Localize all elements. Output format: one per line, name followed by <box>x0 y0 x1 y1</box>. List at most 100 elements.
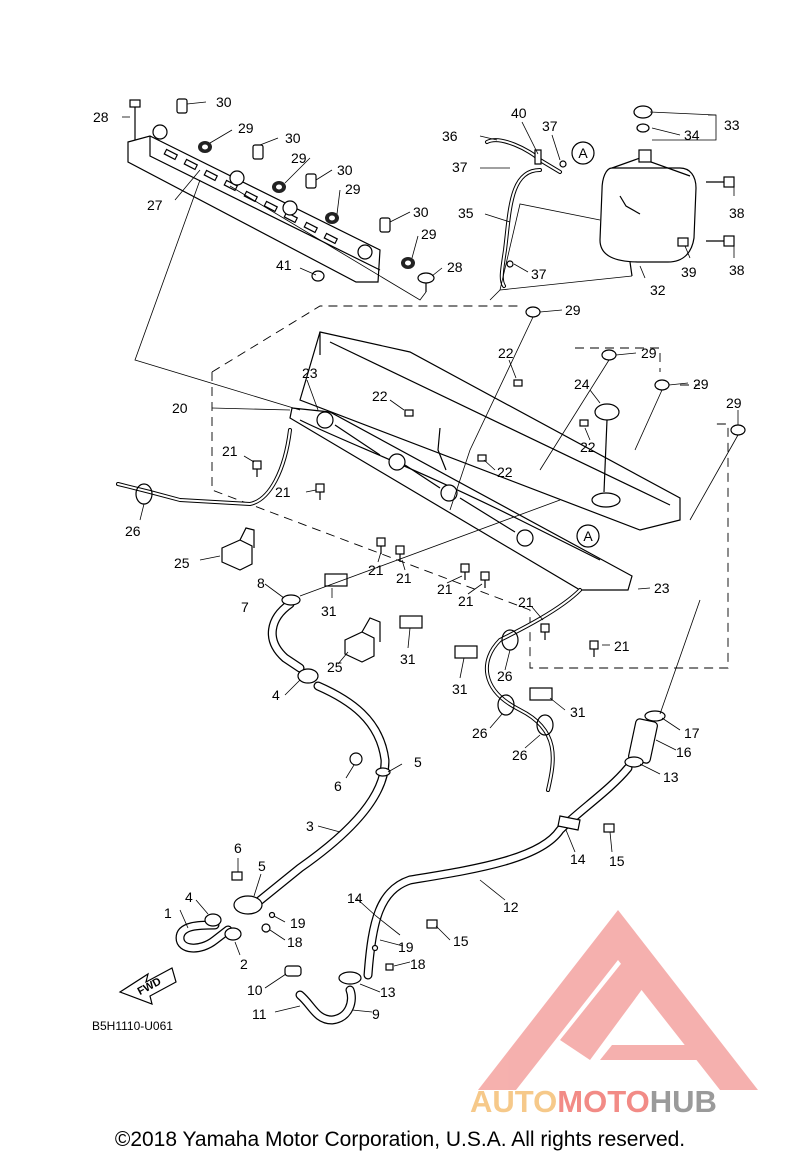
svg-text:A: A <box>583 528 593 544</box>
callout-29: 29 <box>565 302 581 318</box>
callout-11: 11 <box>252 1006 267 1022</box>
radiator-cap <box>591 403 621 508</box>
collar-29 <box>198 141 746 436</box>
hose-9 <box>295 985 356 1025</box>
callout-21: 21 <box>437 581 453 597</box>
bolt-6-lower <box>231 871 243 881</box>
clamp-13-lower <box>338 971 362 985</box>
logo-hub: HUB <box>650 1084 717 1119</box>
callout-21: 21 <box>222 443 238 459</box>
callout-29: 29 <box>726 395 742 411</box>
callout-19: 19 <box>398 939 414 955</box>
upper-bracket <box>127 124 381 283</box>
brackets-31 <box>324 573 553 701</box>
callout-31: 31 <box>452 681 468 697</box>
leader-lines <box>122 101 739 1013</box>
screws-21 <box>252 460 599 657</box>
callout-30: 30 <box>216 94 232 110</box>
callout-34: 34 <box>684 127 700 143</box>
drawing-code: B5H1110-U061 <box>92 1019 173 1033</box>
callout-26: 26 <box>125 523 141 539</box>
bolt-15-upper <box>603 823 615 833</box>
callout-30: 30 <box>285 130 301 146</box>
callout-35: 35 <box>458 205 474 221</box>
clamp-4-lower <box>204 913 222 927</box>
callout-21: 21 <box>275 484 291 500</box>
clamp-5-upper <box>375 767 391 777</box>
bolt-15-lower <box>426 919 438 929</box>
callout-32: 32 <box>650 282 666 298</box>
callout-18: 18 <box>287 934 303 950</box>
radiator <box>289 331 681 591</box>
clamp-4-upper <box>297 668 319 684</box>
callout-8: 8 <box>257 575 265 591</box>
callout-33: 33 <box>724 117 740 133</box>
watermark-logo <box>478 910 758 1090</box>
clamp-2 <box>224 927 242 941</box>
hose-10 <box>284 965 302 977</box>
callout-29: 29 <box>641 345 657 361</box>
callout-12: 12 <box>503 899 519 915</box>
holders-25 <box>221 527 381 663</box>
reservoir-tank <box>599 157 697 277</box>
clamp-5-lower <box>233 895 263 915</box>
callout-13: 13 <box>380 984 396 1000</box>
callout-6: 6 <box>334 778 342 794</box>
reference-circle-a-bottom: A <box>576 524 600 548</box>
callout-17: 17 <box>684 725 700 741</box>
svg-text:AUTOMOTOHUB: AUTOMOTOHUB <box>470 1084 717 1119</box>
callout-29: 29 <box>345 181 361 197</box>
copyright-notice: ©2018 Yamaha Motor Corporation, U.S.A. A… <box>114 1128 686 1151</box>
callout-9: 9 <box>372 1006 380 1022</box>
svg-text:A: A <box>578 145 588 161</box>
bolt-28-right <box>417 272 435 292</box>
hose-clip-37 <box>506 160 567 268</box>
callout-21: 21 <box>614 638 630 654</box>
callout-22: 22 <box>497 464 513 480</box>
callout-26: 26 <box>497 668 513 684</box>
bolt-6-upper <box>349 752 363 766</box>
callout-29: 29 <box>693 376 709 392</box>
callout-15: 15 <box>453 933 469 949</box>
hose-16 <box>624 710 666 768</box>
watermark-wordmark: AUTOMOTOHUB <box>470 1084 717 1119</box>
callout-15: 15 <box>609 853 625 869</box>
callout-23: 23 <box>302 365 318 381</box>
fasteners-18-19-left <box>261 911 276 933</box>
fasteners-18-19-right <box>371 944 394 971</box>
callout-36: 36 <box>442 128 458 144</box>
tank-cap <box>633 105 653 163</box>
pipe-3 <box>253 681 390 907</box>
callout-25: 25 <box>174 555 190 571</box>
callout-10: 10 <box>247 982 263 998</box>
callout-30: 30 <box>413 204 429 220</box>
callout-4: 4 <box>185 889 193 905</box>
callout-29: 29 <box>291 150 307 166</box>
callout-39: 39 <box>681 264 697 280</box>
callout-14: 14 <box>347 890 363 906</box>
callout-21: 21 <box>396 570 412 586</box>
pipe-12 <box>363 763 633 980</box>
callout-3: 3 <box>306 818 314 834</box>
callout-30: 30 <box>337 162 353 178</box>
hose-7 <box>267 594 305 673</box>
callout-22: 22 <box>372 388 388 404</box>
callout-21: 21 <box>458 593 474 609</box>
callout-25: 25 <box>327 659 343 675</box>
callout-31: 31 <box>570 704 586 720</box>
callout-20: 20 <box>172 400 188 416</box>
forward-arrow-icon: FWD <box>118 967 177 1005</box>
callout-29: 29 <box>238 120 254 136</box>
callout-13: 13 <box>663 769 679 785</box>
callout-23: 23 <box>654 580 670 596</box>
callout-18: 18 <box>410 956 426 972</box>
callout-31: 31 <box>400 651 416 667</box>
callout-28: 28 <box>93 109 109 125</box>
callout-31: 31 <box>321 603 337 619</box>
callout-numbers: 28 30 29 30 29 30 29 27 30 29 41 28 36 4… <box>93 94 745 1022</box>
bolt-28-left <box>129 99 141 140</box>
callout-1: 1 <box>164 905 172 921</box>
callout-38: 38 <box>729 205 745 221</box>
breather-tube-left <box>116 428 292 506</box>
